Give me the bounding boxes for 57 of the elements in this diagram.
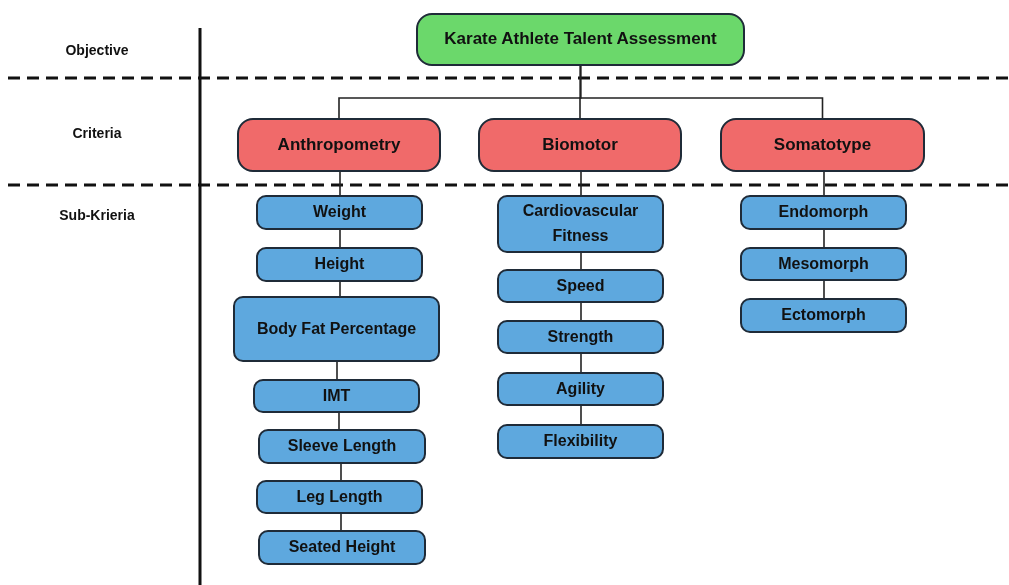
node-label: Endomorph <box>778 202 869 223</box>
sub-criterion-box <box>497 320 664 354</box>
sub-criterion-box <box>497 269 664 303</box>
sub-criterion-box <box>258 429 426 464</box>
sub-criterion-box <box>253 379 420 413</box>
node-label: Anthropometry <box>277 133 401 156</box>
connector-line <box>340 513 342 531</box>
connector-line <box>336 361 338 380</box>
connector-line <box>823 171 825 196</box>
connector-line <box>823 280 825 299</box>
sub-criterion-box <box>258 530 426 565</box>
node-label: Leg Length <box>296 486 383 507</box>
connector-line <box>580 405 582 425</box>
node-label: Speed <box>556 275 605 296</box>
sub-criterion-box <box>497 424 664 459</box>
sub-criterion-box <box>740 247 907 281</box>
node-label: Sleeve Length <box>287 436 397 457</box>
node-label: Agility <box>556 378 605 399</box>
sub-criterion-box <box>256 480 423 514</box>
connector-line <box>338 412 340 430</box>
node-label: Weight <box>313 202 366 223</box>
node-label: Seated Height <box>288 537 396 558</box>
connector-line <box>340 463 342 481</box>
criterion-box <box>478 118 682 172</box>
node-label: IMT <box>322 385 351 406</box>
connector-line <box>579 65 824 119</box>
row-label: Criteria <box>72 125 122 141</box>
criterion-box <box>720 118 925 172</box>
node-label: Cardiovascular Fitness <box>521 201 640 246</box>
connector-line <box>339 229 341 248</box>
node-label: Strength <box>547 326 614 347</box>
connector-line <box>339 281 341 297</box>
connector-line <box>580 171 582 196</box>
sub-criterion-box <box>497 195 664 253</box>
node-label: Mesomorph <box>778 253 869 274</box>
sub-criterion-box <box>256 195 423 230</box>
sub-criterion-box <box>233 296 440 362</box>
node-label: Flexibility <box>543 431 618 452</box>
connector-line <box>580 302 582 321</box>
criterion-box <box>237 118 441 172</box>
row-label: Sub-Krieria <box>59 207 135 223</box>
connector-line <box>580 252 582 270</box>
node-label: Body Fat Percentage <box>256 318 417 339</box>
node-label: Karate Athlete Talent Assessment <box>444 28 717 51</box>
sub-criterion-box <box>497 372 664 406</box>
connector-line <box>580 353 582 373</box>
sub-criterion-box <box>740 298 907 333</box>
node-label: Biomotor <box>542 133 618 156</box>
node-label: Height <box>314 254 365 275</box>
sub-criterion-box <box>740 195 907 230</box>
connector-line <box>823 229 825 248</box>
row-label: Objective <box>65 42 129 58</box>
objective-box <box>416 13 745 66</box>
node-label: Somatotype <box>773 133 872 156</box>
node-label: Ectomorph <box>781 305 866 326</box>
sub-criterion-box <box>256 247 423 282</box>
connector-line <box>339 171 341 196</box>
